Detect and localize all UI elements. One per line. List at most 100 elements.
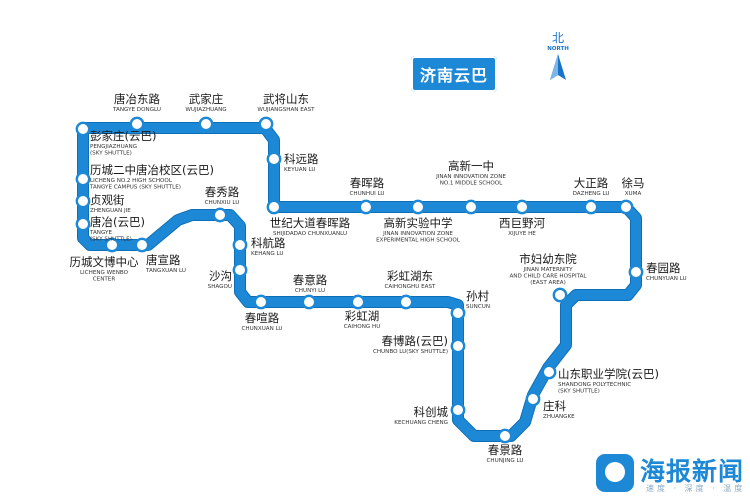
station-name: 春园路 [646,261,681,275]
station-name-en: CHUNBO LU(SKY SHUTTLE) [373,349,448,355]
station-name-en: CENTER [93,277,116,283]
station-name-en: CAIHONG HU [344,324,381,330]
station-name-en: TANGYE DONGLU [112,107,161,113]
station-name: 春博路(云巴) [382,334,448,348]
north-arrow-shade [550,54,558,80]
station-marker-shagou [232,262,248,278]
station-marker-pengjiazhuang [75,121,91,137]
news-logo-name: 海报新闻 [640,457,745,486]
station-name: 庄科 [543,399,566,413]
station-marker-wujiazhuang [198,116,214,132]
station-name-en: KEHANG LU [251,251,283,257]
station-name-en: EXPERIMENTAL HIGH SCHOOL [376,238,461,244]
station-markers [75,116,644,444]
station-label-lichengerzhong: 历城二中唐冶校区(云巴)LICHENG NO.2 HIGH SCHOOLTANG… [89,163,214,191]
station-name-en: XIJUYE HE [508,231,536,237]
station-name: 西巨野河 [499,216,545,230]
station-marker-keyuanlu [266,151,282,167]
station-marker-kechuangcheng [450,402,466,418]
station-marker-chunyilu [301,294,317,310]
station-name-en: SUNCUN [466,304,490,310]
station-name-en: LICHENG WENBO [80,270,129,276]
station-label-tangye: 唐冶(云巴)TANGYE(SKY SHUTTLE) [89,215,145,243]
station-name: 春喧路 [245,311,280,325]
station-name: 彭家庄(云巴) [90,129,156,143]
station-label-pengjiazhuang: 彭家庄(云巴)PENGJIAZHUANG(SKY SHUTTLE) [90,129,156,157]
station-marker-zhuangke [525,391,541,407]
station-name: 科创城 [414,405,449,419]
station-marker-fuyou [552,287,568,303]
news-logo: 海报新闻 速度 · 深度 · 温度 [596,452,746,496]
station-name-en: JINAN MATERNITY [523,267,574,273]
station-marker-shandongzhiye [541,364,557,380]
station-marker-chunjinglu [497,428,513,444]
station-marker-tangxuanlu [134,237,150,253]
station-name: 贞观街 [90,193,125,207]
station-name: 历城二中唐冶校区(云巴) [90,163,214,177]
station-marker-xijuyehe [514,199,530,215]
station-name: 唐冶东路 [114,92,160,106]
station-name-en: ZHENGUAN JIE [90,208,131,214]
station-marker-tangye [75,216,91,232]
station-name-en: XUMA [625,191,642,197]
station-name-en: LICHENG NO.2 HIGH SCHOOL [90,178,173,184]
station-name-en: AND CHILD CARE HOSPITAL [509,274,587,280]
station-marker-caihonghu [350,294,366,310]
news-logo-icon [596,454,634,492]
station-name-en: NO.1 MIDDLE SCHOOL [440,181,503,187]
station-name-en: TANGYE [89,230,112,236]
station-name-en: (SKY SHUTTLE) [90,151,132,157]
station-name-en: PENGJIAZHUANG [90,144,137,150]
station-marker-chunxuanlu [253,294,269,310]
station-name-en: CAIHONGHU EAST [385,284,437,290]
station-name: 世纪大道春晖路 [270,216,351,230]
station-name: 彩虹湖东 [387,269,433,283]
station-name: 春晖路 [350,176,385,190]
station-name: 市妇幼东院 [519,252,577,266]
station-name: 高新一中 [448,159,494,173]
station-name-en: (SKY SHUTTLE) [558,389,600,395]
station-name-en: WUJIAZHUANG [185,107,226,113]
station-name: 山东职业学院(云巴) [558,367,659,381]
station-name: 沙沟 [209,269,232,283]
station-marker-chunhuilu [358,199,374,215]
station-name: 彩虹湖 [345,309,380,323]
station-name: 历城文博中心 [70,255,139,269]
station-marker-chunbolu [450,338,466,354]
station-name: 武将山东 [263,92,309,106]
north-label: 北 [552,31,564,45]
station-name: 孙村 [466,289,489,303]
station-marker-tangyedonglu [129,116,145,132]
station-label-shandongzhiye: 山东职业学院(云巴)SHANDONG POLYTECHNIC(SKY SHUTT… [558,367,659,395]
station-marker-chunyuanlu [628,264,644,280]
station-name-en: CHUNYI LU [295,288,325,294]
station-name-en: JINAN INNOVATION ZONE [435,174,506,180]
station-name: 春景路 [488,443,523,457]
station-name: 高新实验中学 [384,216,453,230]
station-name-en: WUJIANGSHAN EAST [257,107,315,113]
station-marker-zhenguanjie [75,193,91,209]
station-name-en: CHUNJING LU [487,458,524,464]
station-marker-caihonghudong [398,294,414,310]
station-name: 科航路 [251,236,286,250]
station-name: 春秀路 [205,185,240,199]
station-marker-gaoxinyizhong [463,199,479,215]
